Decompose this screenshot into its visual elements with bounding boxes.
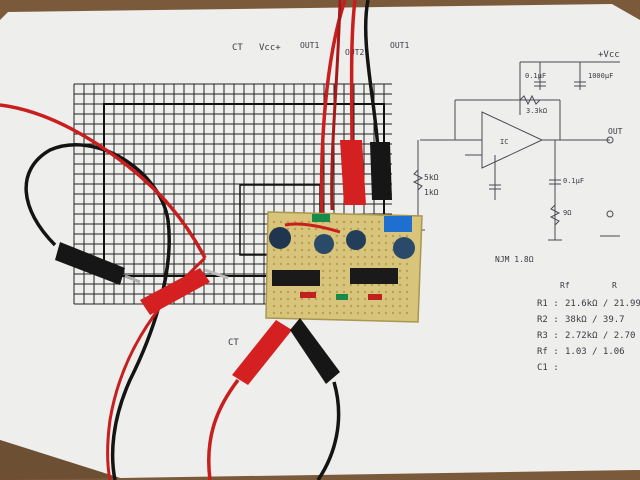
- sheet-label-pin-b: OUT2: [345, 48, 364, 57]
- sheet-label-pin-a: OUT1: [300, 41, 319, 50]
- black-alligator-clip-bottom: [290, 318, 340, 384]
- measurement-notes: Rf R R1 : 21.6kΩ / 21.99 R2 : 38kΩ / 39.7R3…: [537, 281, 640, 373]
- schematic-label-r-out: 9Ω: [563, 209, 571, 217]
- schematic-label-c2: 1000μF: [588, 72, 613, 80]
- schematic-label-opamp: IC: [500, 138, 508, 146]
- note-row-value: 21.6kΩ / 21.99: [565, 299, 640, 309]
- note-row-label: R1 :: [537, 299, 559, 309]
- black-alligator-clip-top: [370, 142, 392, 200]
- red-alligator-clip-left: [140, 268, 229, 315]
- red-wire-left: [0, 103, 207, 259]
- black-wire-left: [24, 143, 171, 480]
- red-alligator-clip-bottom: [232, 320, 292, 385]
- schematic-label-vcc: +Vcc: [598, 50, 620, 60]
- circuit-schematic: [411, 61, 620, 241]
- notes-col-2: R: [612, 281, 617, 290]
- black-wire-bottom: [316, 381, 341, 480]
- schematic-label-out: OUT: [608, 127, 623, 136]
- note-row-value: 2.72kΩ / 2.70: [565, 331, 635, 341]
- schematic-note: NJM 1.8Ω: [495, 255, 534, 264]
- schematic-label-c1: 0.1μF: [525, 72, 546, 80]
- sheet-label-vcc: Vcc+: [259, 43, 281, 53]
- red-wire-top-2: [349, 0, 357, 151]
- sheet-label-ct1: CT: [232, 43, 243, 53]
- red-wire-bottom: [206, 378, 240, 480]
- black-alligator-clip-left: [55, 242, 141, 285]
- sheet-label-pin-c: OUT1: [390, 41, 409, 50]
- note-row-value: 1.03 / 1.06: [565, 347, 625, 357]
- black-wire-top: [363, 0, 380, 151]
- note-row-value: 38kΩ / 39.7: [565, 315, 625, 325]
- note-row-label: R3 :: [537, 331, 559, 341]
- note-row-label: Rf :: [537, 347, 559, 357]
- schematic-label-r-left2: 1kΩ: [424, 188, 439, 197]
- schematic-label-r-top: 3.3kΩ: [526, 107, 547, 115]
- sheet-label-ct2: CT: [228, 338, 239, 348]
- schematic-label-r-left1: 5kΩ: [424, 173, 439, 182]
- pcb-board: [265, 211, 423, 323]
- notes-col-1: Rf: [560, 281, 570, 290]
- red-alligator-clip-top: [340, 140, 366, 205]
- schematic-label-c-out: 0.1μF: [563, 177, 584, 185]
- note-row-label: R2 :: [537, 315, 559, 325]
- note-row-label: C1 :: [537, 363, 559, 373]
